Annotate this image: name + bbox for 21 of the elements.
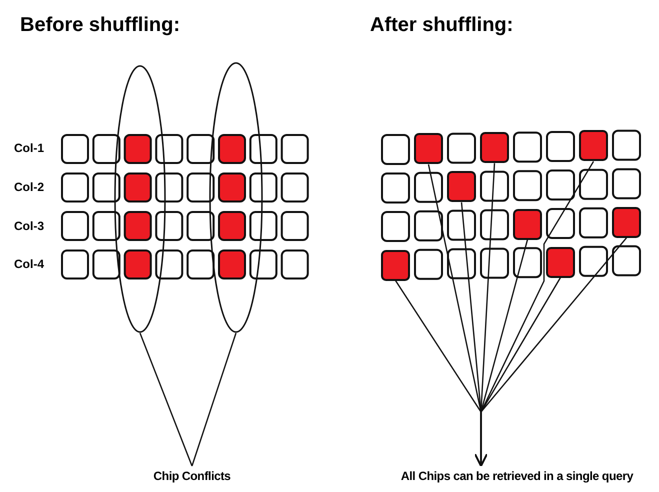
row-label: Col-1 bbox=[14, 141, 44, 155]
highlighted-cell bbox=[546, 246, 575, 278]
highlighted-cell bbox=[579, 130, 608, 162]
leader-line bbox=[191, 332, 237, 466]
highlighted-cell bbox=[480, 132, 509, 164]
heading: After shuffling: bbox=[370, 14, 514, 37]
ellipse-outline bbox=[209, 62, 263, 333]
row-label: Col-3 bbox=[14, 219, 44, 233]
highlighted-cell bbox=[612, 206, 641, 238]
caption-text: Chip Conflicts bbox=[140, 469, 244, 487]
highlighted-cell bbox=[414, 133, 443, 164]
ellipse-outline bbox=[114, 65, 166, 333]
highlighted-cell bbox=[381, 250, 410, 280]
arrow bbox=[474, 277, 562, 467]
leader-line bbox=[139, 332, 193, 466]
highlighted-cell bbox=[513, 208, 542, 240]
row-label: Col-2 bbox=[14, 180, 44, 194]
heading: Before shuffling: bbox=[20, 14, 180, 37]
caption-text: All Chips can be retrieved in a single query bbox=[378, 469, 656, 487]
highlighted-cell bbox=[447, 171, 476, 202]
row-label: Col-4 bbox=[14, 257, 44, 271]
